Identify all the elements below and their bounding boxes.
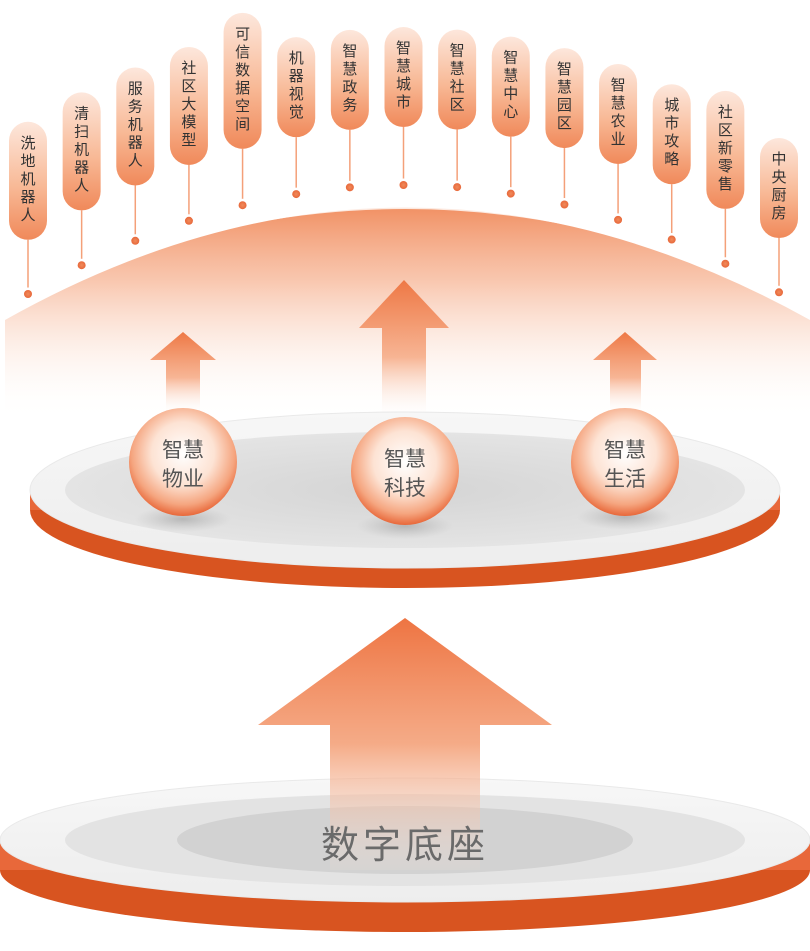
pill-body xyxy=(62,92,101,211)
application-pill: 智慧农业 xyxy=(599,63,638,227)
sphere-line2: 科技 xyxy=(384,476,426,500)
pill-dot xyxy=(399,181,408,190)
application-arc-edge xyxy=(23,207,787,297)
pill-label: 机器视觉 xyxy=(289,49,304,121)
application-pill: 服务机器人 xyxy=(116,67,155,248)
pill-label: 社区新零售 xyxy=(718,103,733,193)
pill-label: 社区大模型 xyxy=(181,59,196,149)
base-label: 数字底座 xyxy=(321,823,489,867)
application-pill: 智慧中心 xyxy=(491,36,530,201)
application-pill: 机器视觉 xyxy=(277,37,316,201)
pill-body xyxy=(223,12,262,149)
pill-dot xyxy=(453,183,462,192)
pill-body xyxy=(491,36,530,137)
pill-body xyxy=(9,121,47,240)
sphere-shadow xyxy=(577,504,673,530)
pill-label: 可信数据空间 xyxy=(235,25,250,133)
application-pill: 洗地机器人 xyxy=(9,121,47,301)
application-pill: 可信数据空间 xyxy=(223,12,262,212)
pill-body xyxy=(760,138,798,239)
sphere-shadow xyxy=(357,513,453,539)
pill-dot xyxy=(667,235,676,244)
pill-body xyxy=(330,29,369,130)
application-pill-group: 洗地机器人清扫机器人服务机器人社区大模型可信数据空间机器视觉智慧政务智慧城市智慧… xyxy=(9,12,798,301)
pill-label: 城市攻略 xyxy=(664,96,679,168)
pill-dot xyxy=(506,189,515,198)
pill-body xyxy=(599,63,638,164)
pill-label: 智慧城市 xyxy=(396,39,411,111)
pill-dot xyxy=(775,288,783,297)
sphere-line1: 智慧 xyxy=(604,438,646,462)
pill-label: 洗地机器人 xyxy=(20,134,35,224)
sphere-shadow xyxy=(135,506,231,532)
application-pill: 智慧政务 xyxy=(330,29,369,194)
pill-dot xyxy=(238,201,247,210)
pill-dot xyxy=(131,236,140,245)
pill-body xyxy=(438,29,477,130)
sphere-smart-property: 智慧 物业 xyxy=(129,408,237,516)
pill-dot xyxy=(614,215,623,224)
pill-dot xyxy=(24,290,32,298)
pill-label: 服务机器人 xyxy=(128,79,143,169)
application-pill: 智慧园区 xyxy=(545,48,584,211)
pill-body xyxy=(706,90,745,209)
arrow-center-up xyxy=(359,280,449,420)
pill-dot xyxy=(184,216,193,225)
sphere-line1: 智慧 xyxy=(162,438,204,462)
application-pill: 智慧社区 xyxy=(438,29,477,194)
pill-label: 清扫机器人 xyxy=(74,104,89,194)
application-pill: 城市攻略 xyxy=(652,84,691,247)
pill-dot xyxy=(345,183,354,192)
pill-body xyxy=(384,27,423,128)
sphere-line1: 智慧 xyxy=(384,447,426,471)
application-pill: 中央厨房 xyxy=(760,138,798,299)
pill-label: 智慧园区 xyxy=(557,60,572,132)
sphere-smart-tech: 智慧 科技 xyxy=(351,417,459,525)
arrow-left-up xyxy=(150,332,216,415)
pill-label: 智慧农业 xyxy=(611,76,626,148)
pill-body xyxy=(116,67,155,186)
arrow-right-up xyxy=(593,332,657,415)
sphere-line2: 生活 xyxy=(604,467,646,491)
pill-dot xyxy=(292,190,301,199)
application-pill: 社区大模型 xyxy=(169,46,208,228)
pill-body xyxy=(277,37,316,138)
pill-label: 中央厨房 xyxy=(771,150,786,222)
pill-label: 智慧社区 xyxy=(450,42,465,114)
pill-body xyxy=(545,48,584,149)
base-arrow-up xyxy=(258,618,552,870)
pill-label: 智慧中心 xyxy=(503,49,518,121)
pill-dot xyxy=(721,259,730,268)
pill-body xyxy=(169,46,208,165)
pill-dot xyxy=(560,200,569,209)
sphere-line2: 物业 xyxy=(162,467,204,491)
pill-body xyxy=(652,84,691,185)
application-pill: 清扫机器人 xyxy=(62,92,101,272)
application-pill: 社区新零售 xyxy=(706,90,745,271)
pill-dot xyxy=(77,261,86,270)
pill-label: 智慧政务 xyxy=(342,42,357,114)
application-pill: 智慧城市 xyxy=(384,27,423,192)
sphere-smart-life: 智慧 生活 xyxy=(571,408,679,516)
